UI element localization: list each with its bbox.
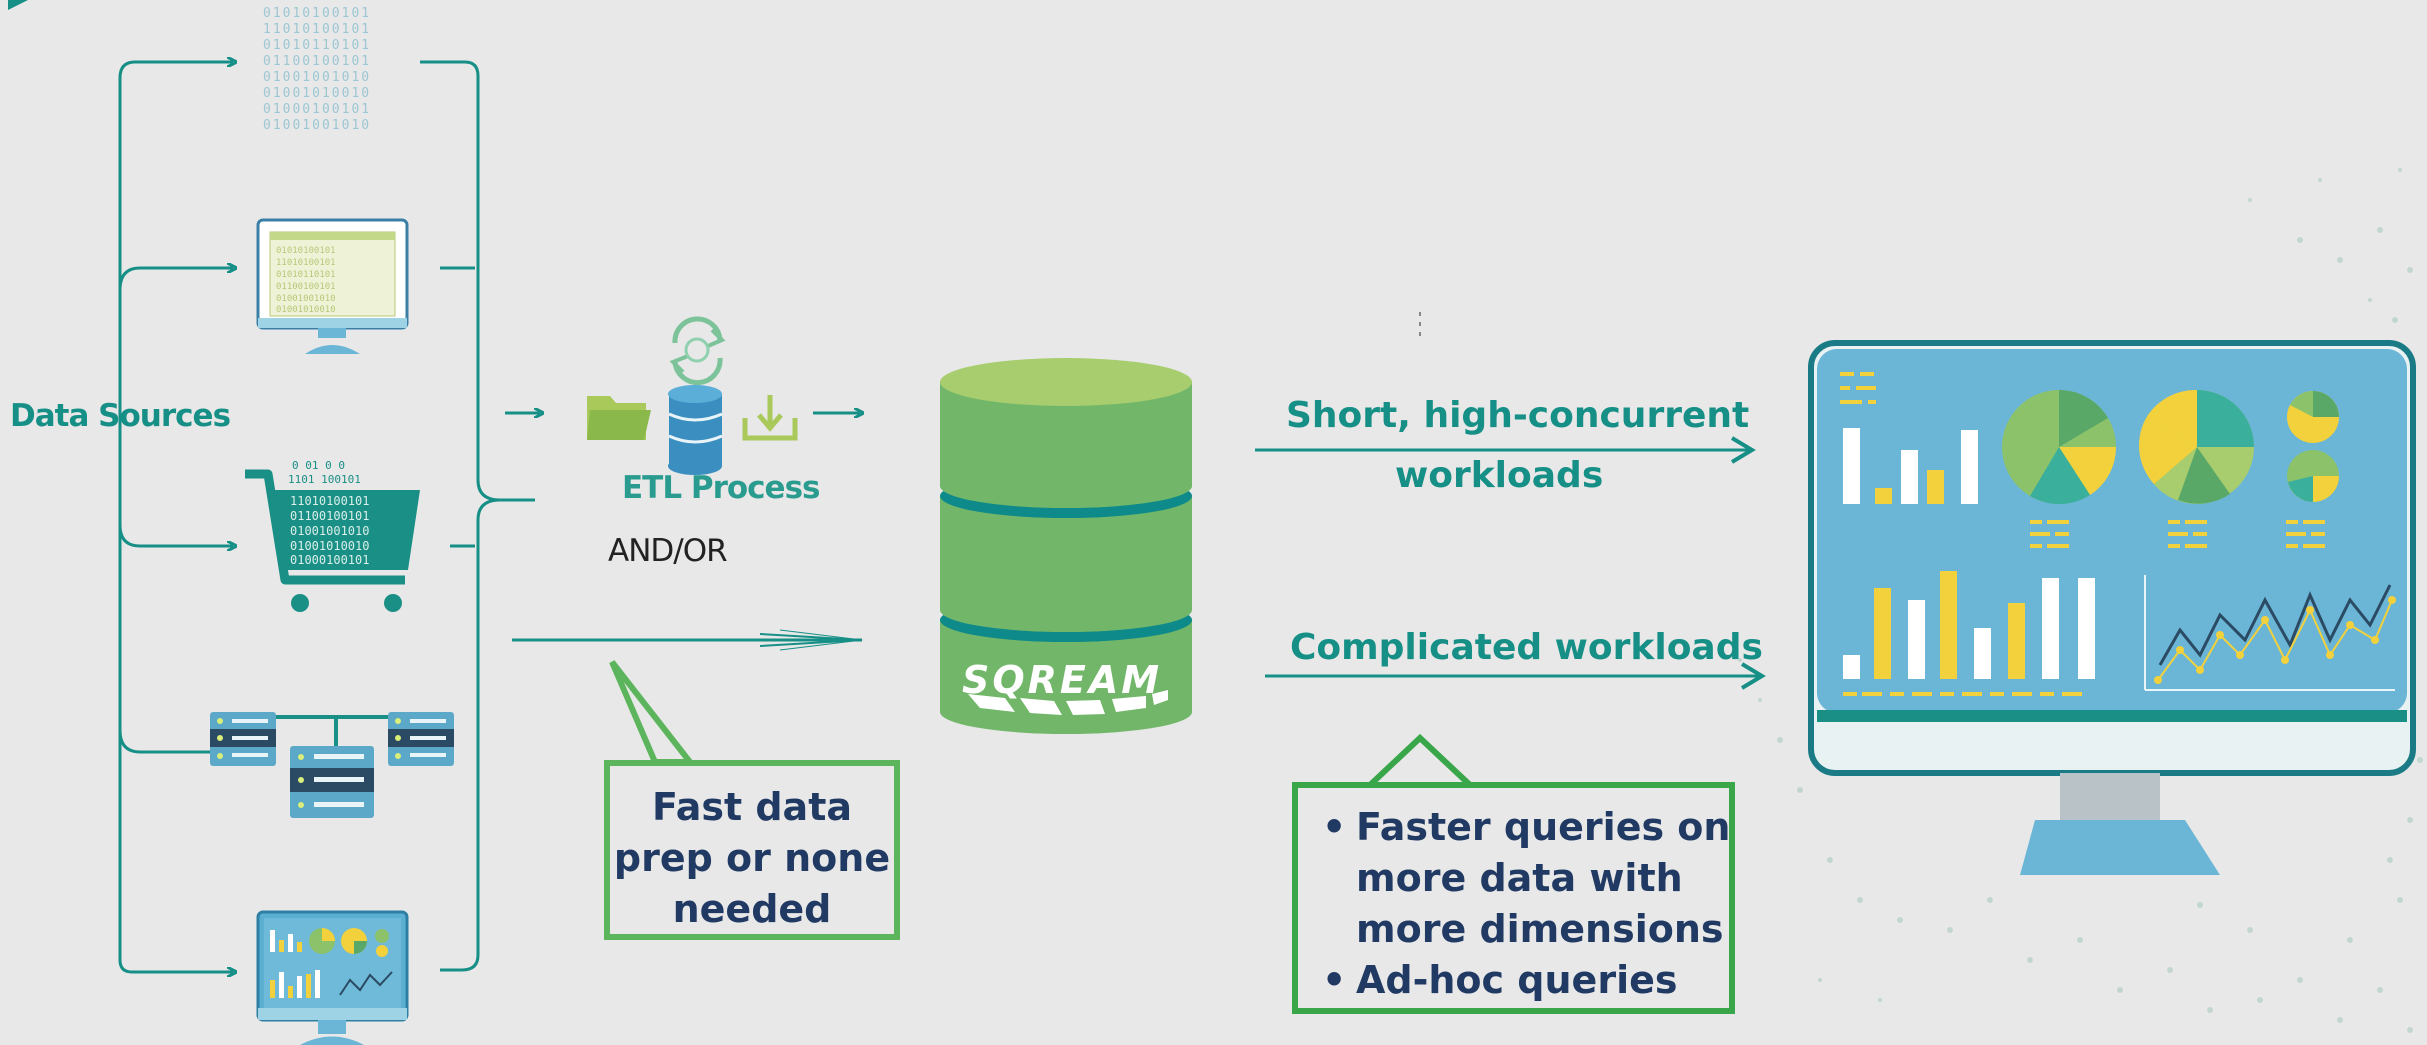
server-cluster-icon xyxy=(210,712,454,818)
svg-text:01010100101: 01010100101 xyxy=(276,246,336,256)
svg-text:01001001010: 01001001010 xyxy=(263,118,371,133)
svg-text:01100100101: 01100100101 xyxy=(263,54,371,69)
benefits-list: •Faster queries on more data with more d… xyxy=(1314,802,1730,1006)
benefit-item: •Ad-hoc queries xyxy=(1314,955,1730,1006)
svg-text:11010100101: 11010100101 xyxy=(263,22,371,37)
pie-chart-2 xyxy=(2138,389,2254,504)
output-arrows xyxy=(1255,436,1766,690)
fast-prep-line: needed xyxy=(672,887,832,931)
svg-text:01000100101: 01000100101 xyxy=(290,553,369,567)
benefit-item-continued: more data with xyxy=(1356,856,1683,900)
svg-text:0 01 0 0: 0 01 0 0 xyxy=(292,459,345,472)
shopping-cart-icon: 0 01 0 0 1101 100101 11010100101 0110010… xyxy=(245,459,420,612)
database-small-icon xyxy=(668,385,723,475)
svg-text:01001001010: 01001001010 xyxy=(290,524,369,538)
source-arrows xyxy=(150,62,233,972)
sqream-database-icon xyxy=(940,358,1192,734)
svg-text:1101 100101: 1101 100101 xyxy=(288,473,361,486)
svg-text:01001010010: 01001010010 xyxy=(263,86,371,101)
download-icon xyxy=(742,395,798,441)
svg-text:01010110101: 01010110101 xyxy=(263,38,371,53)
etl-process-label: ETL Process xyxy=(622,470,820,506)
etl-icons xyxy=(505,316,860,475)
bullet-icon: • xyxy=(1322,805,1347,849)
fast-data-prep-callout: Fast data prep or none needed xyxy=(604,760,900,940)
fast-data-prep-text: Fast data prep or none needed xyxy=(610,782,894,935)
svg-text:11010100101: 11010100101 xyxy=(290,494,369,508)
dot-pattern xyxy=(1698,168,2423,1033)
svg-text:01001001010: 01001001010 xyxy=(276,294,336,304)
folder-icon xyxy=(587,396,651,440)
svg-text:01000100101: 01000100101 xyxy=(263,102,371,117)
short-workloads-label-line1: Short, high-concurrent xyxy=(1286,395,1750,436)
fast-callout-tail xyxy=(609,660,697,765)
complicated-workloads-label: Complicated workloads xyxy=(1290,627,1763,668)
corner-decoration xyxy=(8,0,28,10)
sqream-stripes-icon xyxy=(968,690,1168,715)
binary-data-icon: 01010100101 11010100101 01010110101 0110… xyxy=(263,6,371,133)
svg-text:01001010010: 01001010010 xyxy=(290,539,369,553)
benefit-item: •Faster queries on xyxy=(1314,802,1730,853)
pie-chart-3 xyxy=(2287,391,2339,502)
benefit-item-continued: more dimensions xyxy=(1356,907,1724,951)
data-sources-label: Data Sources xyxy=(10,398,231,434)
svg-text:01010110101: 01010110101 xyxy=(276,270,336,280)
short-workloads-label-line2: workloads xyxy=(1395,455,1604,496)
svg-text:01001001010: 01001001010 xyxy=(263,70,371,85)
source-tree xyxy=(118,60,150,974)
benefits-callout: •Faster queries on more data with more d… xyxy=(1292,782,1735,1014)
svg-text:01100100101: 01100100101 xyxy=(290,509,369,523)
direct-path-arrow xyxy=(512,629,863,651)
andor-label: AND/OR xyxy=(608,533,728,569)
svg-text:01010100101: 01010100101 xyxy=(263,6,371,21)
fast-prep-line: Fast data xyxy=(651,785,853,829)
svg-text:01001010010: 01001010010 xyxy=(276,305,336,315)
bullet-icon: • xyxy=(1322,958,1347,1002)
merge-bracket xyxy=(420,60,535,972)
svg-text:01100100101: 01100100101 xyxy=(276,282,336,292)
analytics-dashboard-monitor-icon xyxy=(1808,340,2416,875)
pie-chart-1 xyxy=(2002,390,2117,505)
fast-prep-line: prep or none xyxy=(613,836,891,880)
benefit-callout-tail xyxy=(1362,733,1478,788)
desktop-computer-icon: 01010100101 11010100101 01010110101 0110… xyxy=(256,218,409,354)
refresh-icon xyxy=(669,316,726,386)
svg-text:11010100101: 11010100101 xyxy=(276,258,336,268)
sqream-logo-text: SQREAM xyxy=(962,658,1163,702)
dashboard-monitor-icon xyxy=(256,910,409,1045)
